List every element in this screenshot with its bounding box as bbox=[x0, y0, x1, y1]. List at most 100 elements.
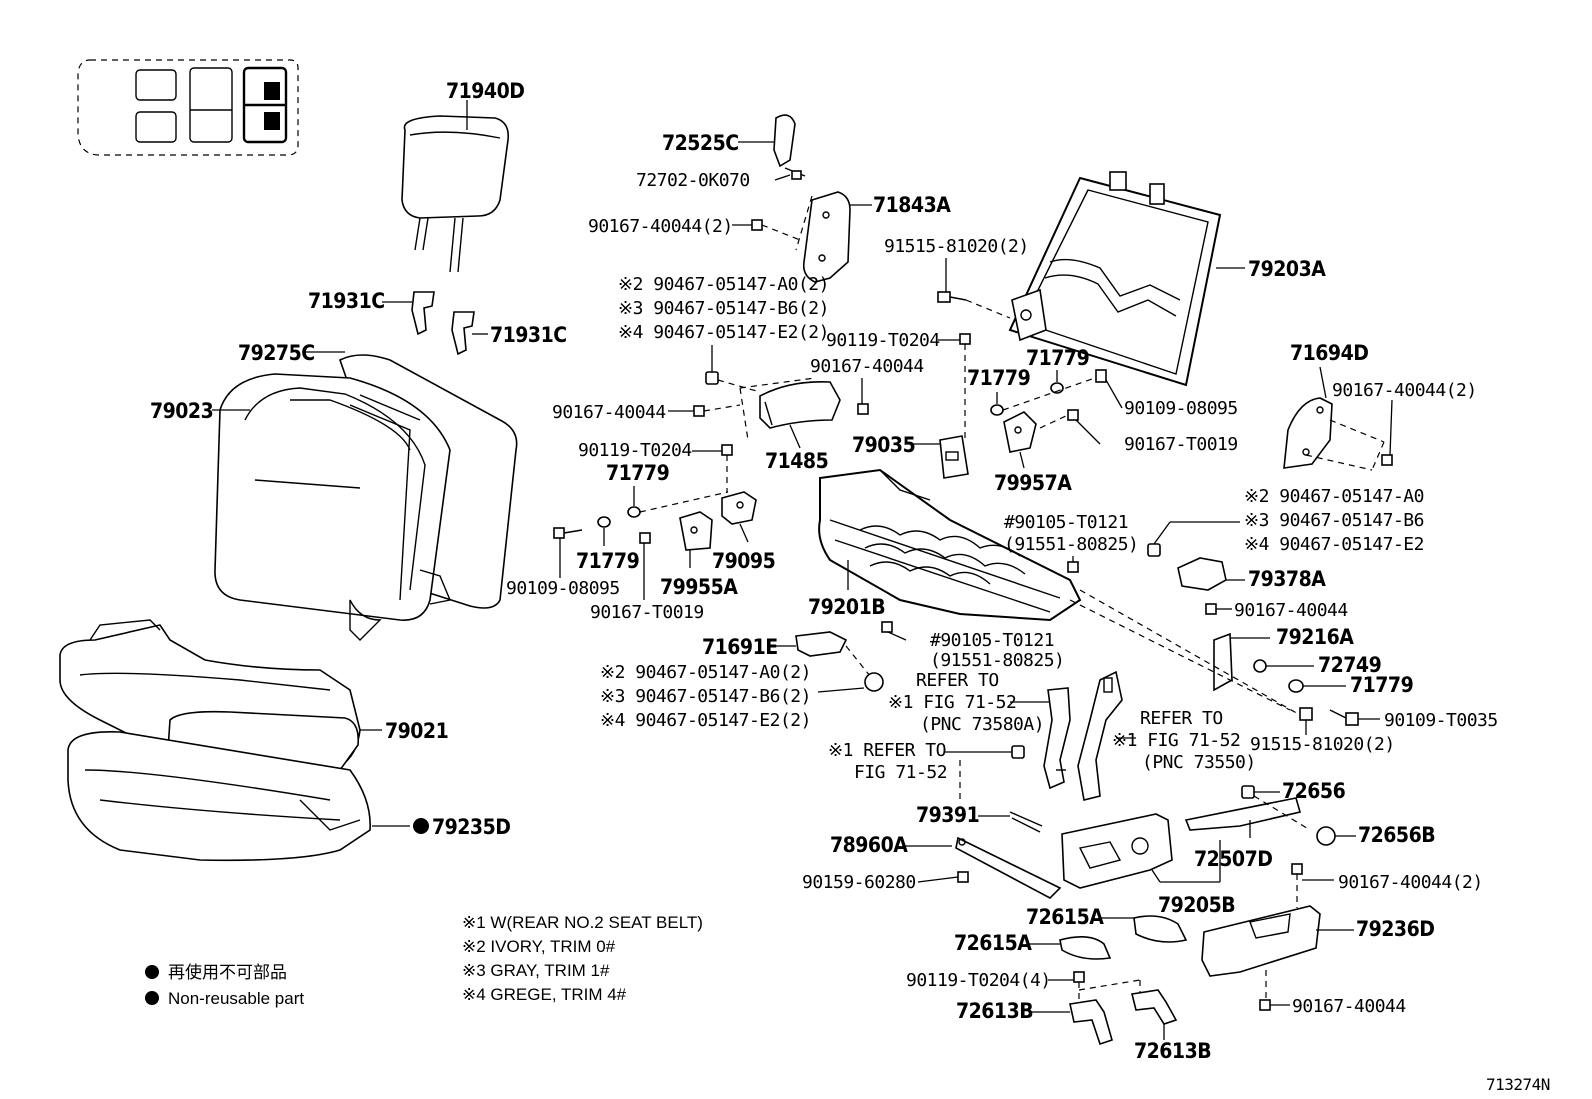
label-90167-40044-2-c: 90167-40044(2) bbox=[1338, 872, 1483, 893]
nut-72749 bbox=[1253, 659, 1314, 673]
label-71931C-right: 71931C bbox=[490, 323, 567, 347]
label-79236D: 79236D bbox=[1356, 917, 1434, 941]
label-71694D: 71694D bbox=[1290, 341, 1368, 365]
label-90167-40044-c: 90167-40044 bbox=[1234, 600, 1348, 621]
seat-location-inset bbox=[77, 59, 299, 156]
bracket-79035 bbox=[906, 435, 969, 479]
cover-72615A-b bbox=[1028, 936, 1112, 960]
knob-72656 bbox=[1241, 785, 1311, 831]
label-x2-c: ※2 90467-05147-A0(2) bbox=[600, 662, 811, 683]
seatback-frame bbox=[1008, 171, 1245, 387]
label-79205B: 79205B bbox=[1158, 893, 1235, 917]
label-90109-08095-b: 90109-08095 bbox=[1124, 398, 1238, 419]
label-90167-T0019-b: 90167-T0019 bbox=[1124, 434, 1238, 455]
label-72613B-a: 72613B bbox=[956, 999, 1033, 1023]
buckle-73550 bbox=[1077, 670, 1136, 801]
seatback bbox=[212, 351, 518, 641]
label-79955A: 79955A bbox=[660, 575, 738, 599]
bolt-90167-40044-b bbox=[668, 404, 741, 417]
recliner-79205B bbox=[1061, 813, 1221, 889]
headrest-support-left bbox=[382, 291, 435, 336]
label-x4-a: ※4 90467-05147-E2(2) bbox=[618, 322, 829, 343]
label-79095: 79095 bbox=[712, 549, 775, 573]
label-71485: 71485 bbox=[765, 449, 828, 473]
label-90167-40044-2-a: 90167-40044(2) bbox=[588, 216, 733, 237]
cover-72615A-a bbox=[1100, 915, 1188, 943]
label-71931C-left: 71931C bbox=[308, 289, 385, 313]
ref1-line2: ※1 FIG 71-52 bbox=[888, 692, 1016, 713]
label-90119-T0204-4: 90119-T0204(4) bbox=[906, 970, 1051, 991]
ref3-line2: ※1 FIG 71-52 bbox=[1112, 730, 1240, 751]
label-71940D: 71940D bbox=[446, 79, 524, 103]
label-x3-b: ※3 90467-05147-B6 bbox=[1244, 510, 1424, 531]
bolt-90167-40044-c bbox=[1205, 603, 1232, 615]
bracket-72613B-b bbox=[1131, 989, 1178, 1040]
label-79275C: 79275C bbox=[238, 341, 315, 365]
label-90119-T0204-b: 90119-T0204 bbox=[578, 440, 692, 461]
bolt-90167-40044-a bbox=[857, 378, 869, 415]
legend-en: Non-reusable part bbox=[168, 989, 304, 1008]
label-91551-b: (91551-80825) bbox=[930, 650, 1064, 671]
ref2-line1: ※1 REFER TO bbox=[828, 740, 946, 761]
label-90167-40044-d: 90167-40044 bbox=[1292, 996, 1406, 1017]
washer-71779-e bbox=[1288, 679, 1346, 693]
label-71779-a: 71779 bbox=[606, 461, 669, 485]
label-71691E: 71691E bbox=[702, 635, 778, 659]
ref3-line3: (PNC 73550) bbox=[1142, 752, 1256, 773]
label-91515-81020-2-a: 91515-81020(2) bbox=[884, 236, 1029, 257]
label-72615A-b: 72615A bbox=[954, 931, 1032, 955]
label-x2-b: ※2 90467-05147-A0 bbox=[1244, 486, 1424, 507]
bolt-91515-81020-b bbox=[1299, 707, 1313, 735]
bracket-79955A bbox=[679, 511, 713, 568]
ref3-line1: REFER TO bbox=[1140, 708, 1223, 729]
screw-90119-a bbox=[938, 333, 971, 440]
lever-72507D bbox=[1184, 797, 1302, 838]
bolt-90167-40044-d bbox=[1259, 970, 1290, 1011]
bracket-79095 bbox=[721, 491, 757, 543]
bolt-90159-60280 bbox=[917, 871, 969, 883]
note-2: ※2 IVORY, TRIM 0# bbox=[462, 937, 616, 956]
diagram-id: 713274N bbox=[1486, 1075, 1550, 1094]
washer-71779-a bbox=[627, 486, 729, 518]
knob-72656B bbox=[1316, 826, 1356, 846]
ref1-line1: REFER TO bbox=[916, 670, 999, 691]
note-4: ※4 GREGE, TRIM 4# bbox=[462, 985, 627, 1004]
bolt-90167-40044-2c bbox=[1291, 863, 1334, 908]
cover-71691E bbox=[774, 631, 884, 693]
label-79021: 79021 bbox=[385, 719, 448, 743]
label-71843A: 71843A bbox=[873, 193, 951, 217]
label-72507D: 72507D bbox=[1194, 847, 1272, 871]
bolt-90167-T0019-b bbox=[1039, 409, 1101, 445]
washer-71779-c bbox=[1050, 370, 1064, 394]
headrest-support-right bbox=[451, 311, 488, 356]
label-90167-40044-b: 90167-40044 bbox=[552, 402, 666, 423]
link-78960A bbox=[904, 836, 1062, 899]
washer-71779-b bbox=[597, 516, 611, 546]
label-x4-b: ※4 90467-05147-E2 bbox=[1244, 534, 1424, 555]
label-90105-b: #90105-T0121 bbox=[930, 630, 1054, 651]
recliner-cover-71843A bbox=[795, 191, 872, 283]
recliner-cover-72525C bbox=[738, 114, 806, 181]
note-3: ※3 GRAY, TRIM 1# bbox=[462, 961, 610, 980]
label-91551-a: (91551-80825) bbox=[1004, 534, 1138, 555]
label-79235D: 79235D bbox=[432, 815, 510, 839]
bolt-90105-a bbox=[1067, 556, 1079, 573]
legend-jp: 再使用不可部品 bbox=[168, 962, 287, 982]
bolt-90109-08095-b bbox=[1095, 369, 1123, 409]
label-79216A: 79216A bbox=[1276, 625, 1354, 649]
label-71779-b: 71779 bbox=[576, 549, 639, 573]
label-78960A: 78960A bbox=[830, 833, 908, 857]
label-90109-08095-a: 90109-08095 bbox=[506, 578, 620, 599]
label-79023: 79023 bbox=[150, 399, 213, 423]
screw-90119-T0204-4 bbox=[1048, 971, 1141, 1004]
label-71779-e: 71779 bbox=[1350, 673, 1413, 697]
legend-dot-jp bbox=[145, 965, 159, 979]
label-79957A: 79957A bbox=[994, 471, 1072, 495]
label-72702-0K070: 72702-0K070 bbox=[636, 170, 750, 191]
label-71779-d: 71779 bbox=[967, 366, 1030, 390]
bolt-90109-T0035 bbox=[1329, 709, 1380, 726]
label-72656: 72656 bbox=[1282, 779, 1346, 803]
bolt-90105-b bbox=[881, 621, 907, 641]
